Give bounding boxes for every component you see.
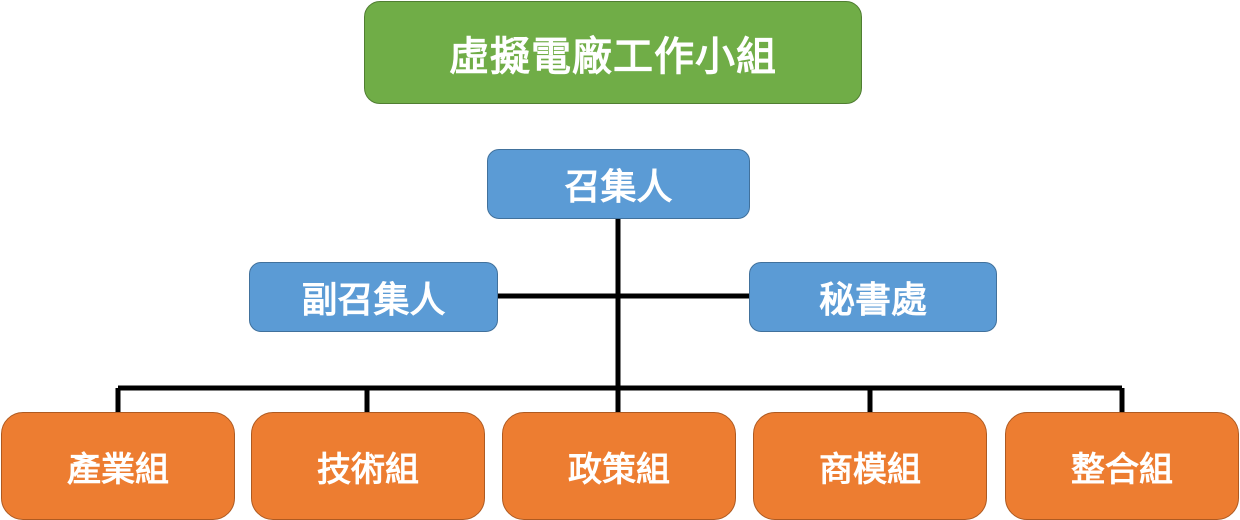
group-box-business-model: 商模組: [753, 412, 987, 520]
group-box-policy: 政策組: [502, 412, 736, 520]
secretariat-box: 秘書處: [749, 262, 997, 332]
group-box-integration: 整合組: [1005, 412, 1239, 520]
group-box-technology: 技術組: [251, 412, 485, 520]
deputy-convener-box: 副召集人: [249, 262, 498, 332]
convener-box: 召集人: [487, 149, 750, 219]
group-box-industry: 產業組: [1, 412, 235, 520]
working-group-title: 虛擬電廠工作小組: [364, 1, 862, 104]
